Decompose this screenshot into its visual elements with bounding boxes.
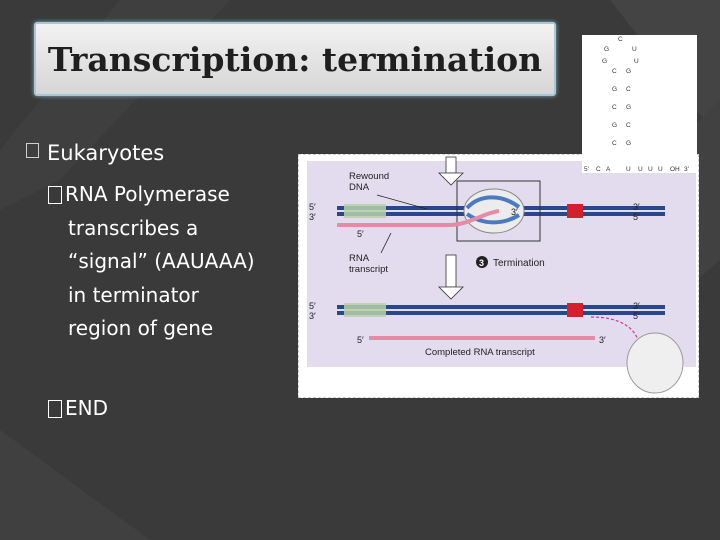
nucleotide: OH — [670, 166, 680, 173]
nucleotide: C — [618, 36, 623, 43]
polymerase-zoom-box — [456, 180, 541, 242]
step-number: 3 — [479, 258, 484, 268]
nucleotide: G — [602, 58, 607, 65]
title-box: Transcription: termination — [34, 22, 556, 96]
rna-leader-line — [380, 232, 392, 254]
bullet-eukaryotes: Eukaryotes — [47, 141, 165, 165]
rewound-dna-loop — [465, 195, 521, 210]
promoter-band-top — [344, 204, 386, 218]
label-dna: DNA — [349, 182, 370, 193]
sub-bullet-rna-polymerase: RNA Polymerase transcribes a “signal” (A… — [48, 178, 308, 346]
terminator-band-bottom — [567, 303, 583, 317]
dna-strand-bottom-2 — [337, 311, 665, 315]
nucleotide: C — [626, 86, 631, 93]
end-label: 5′ — [357, 229, 364, 239]
completed-rna — [369, 336, 595, 340]
hairpin-tail: 5′ C A U U U U OH 3′ — [584, 166, 690, 173]
nucleotide: U — [626, 166, 631, 173]
nucleotide: 5′ — [584, 166, 590, 173]
termination-diagram-svg: Rewound DNA 5′ 3′ 3′ 5′ 3′ 5′ RNA transc… — [307, 156, 696, 394]
sub-bullet-box-icon — [48, 400, 62, 418]
end-label: 3′ — [309, 212, 316, 222]
end-label: 3′ — [633, 301, 640, 311]
down-arrow-top — [438, 156, 464, 186]
nucleotide: U — [648, 166, 653, 173]
label-termination: Termination — [493, 258, 545, 269]
rewound-leader-line — [376, 194, 428, 210]
nucleotide: G — [604, 46, 609, 53]
sub-bullet-line: region of gene — [68, 316, 214, 340]
nucleotide: U — [634, 58, 639, 65]
nucleotide: U — [632, 46, 637, 53]
sub-bullet-line: “signal” (AAUAAA) — [68, 249, 255, 273]
sub-bullet-line: RNA Polymerase — [48, 178, 308, 212]
termination-diagram: Rewound DNA 5′ 3′ 3′ 5′ 3′ 5′ RNA transc… — [298, 154, 699, 398]
bullet-item: Eukaryotes — [26, 138, 296, 168]
promoter-band-bottom — [344, 303, 386, 317]
hairpin-loop: G C U G U — [602, 36, 639, 65]
released-polymerase — [626, 332, 684, 394]
slide-title: Transcription: termination — [47, 39, 543, 79]
end-label: 3′ — [309, 311, 316, 321]
nucleotide: C — [596, 166, 601, 173]
nucleotide: A — [606, 166, 611, 173]
nucleotide: U — [658, 166, 663, 173]
end-label: 5′ — [633, 311, 640, 321]
bullet-list: Eukaryotes RNA Polymerase transcribes a … — [26, 138, 296, 420]
label-completed-rna: Completed RNA transcript — [425, 347, 535, 358]
nucleotide: C — [612, 68, 617, 75]
hairpin-stem: C G C G C G C G C G — [612, 68, 631, 147]
sub-bullet-line: END — [48, 392, 308, 426]
dna-strand-bottom-1 — [337, 305, 665, 309]
sub-bullet-end: END — [48, 392, 308, 426]
release-arrow — [590, 316, 640, 344]
down-arrow-middle — [438, 254, 464, 300]
nucleotide: G — [612, 86, 617, 93]
bullet-box-icon — [26, 143, 39, 158]
end-label: 5′ — [357, 335, 364, 345]
end-label: 5′ — [309, 301, 316, 311]
end-label: 3′ — [599, 335, 606, 345]
sub-bullet-box-icon — [48, 186, 62, 204]
sub-bullet-line: transcribes a — [68, 215, 199, 240]
step-three-badge — [476, 256, 488, 268]
nucleotide: C — [612, 104, 617, 111]
end-label: 3′ — [633, 202, 640, 212]
nucleotide: G — [626, 68, 631, 75]
nucleotide: 3′ — [684, 166, 690, 173]
nucleotide: G — [626, 140, 631, 147]
terminator-hairpin: G C U G U C G C G C G C G C G 5′ C A U U… — [582, 35, 697, 173]
nucleotide: G — [612, 122, 617, 129]
nucleotide: C — [612, 140, 617, 147]
nucleotide: G — [626, 104, 631, 111]
end-label: 5′ — [633, 212, 640, 222]
label-transcript: transcript — [349, 264, 388, 275]
nucleotide: U — [638, 166, 643, 173]
end-label: 3′ — [511, 207, 518, 217]
end-label: 5′ — [309, 202, 316, 212]
rewound-dna-loop-lower — [465, 212, 521, 225]
rna-transcript-top — [337, 209, 500, 227]
nucleotide: C — [626, 122, 631, 129]
sub-bullet-line: in terminator — [68, 282, 199, 307]
label-rewound: Rewound — [349, 171, 389, 182]
hairpin-svg: G C U G U C G C G C G C G C G 5′ C A U U… — [584, 36, 690, 173]
terminator-band-top — [567, 204, 583, 218]
label-rna: RNA — [349, 253, 370, 264]
